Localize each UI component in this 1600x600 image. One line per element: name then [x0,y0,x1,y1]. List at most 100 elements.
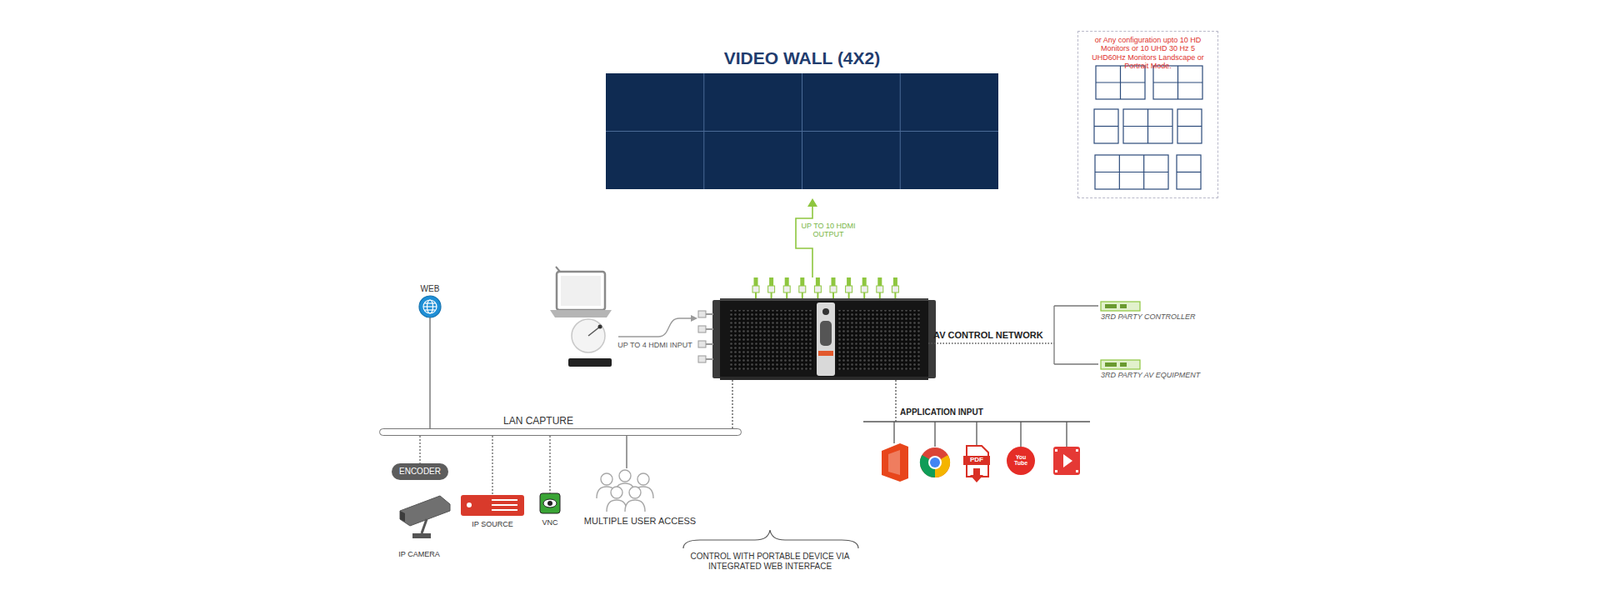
ip-source-box [460,495,525,516]
layout-sample [1153,81,1203,83]
hdmi-output-port [891,285,899,293]
network-link [731,380,733,429]
network-link [1053,305,1055,365]
application-bus [893,421,895,444]
wall-title: VIDEO WALL (4X2) [724,48,880,69]
ip-source-box [491,509,518,511]
controller-node: 3RD PARTY CONTROLLER [1100,301,1140,311]
layout-sample [1176,171,1201,173]
users-icon [610,486,623,499]
network-link [732,305,1099,429]
config-note: or Any configuration upto 10 HD Monitors… [1077,30,1219,199]
satellite-receiver [568,358,612,367]
device-label: IP SOURCE [471,520,513,529]
video-wall [605,73,999,190]
hdmi-output-port [785,277,790,286]
control-note: CONTROL WITH PORTABLE DEVICE VIA INTEGRA… [678,551,862,571]
network-link [928,342,1055,344]
youtube-icon [1006,446,1035,475]
device-label: VNC [541,518,558,527]
brace [683,530,859,549]
hdmi-output-port [860,285,868,293]
office-icon [888,450,900,475]
ip-source-box [491,504,518,506]
layout-sample [1123,125,1173,127]
media-server [720,298,929,380]
users-icon [596,470,654,512]
hdmi-output-port [832,292,835,299]
pdf-icon [963,445,990,483]
hdmi-input-port [698,355,706,363]
third-party-device [1120,304,1127,309]
video-icon [1075,470,1079,473]
network-connector [491,435,493,495]
hdmi-input-port [705,358,714,360]
laptop-icon [550,266,612,318]
network-link [895,380,896,422]
video-wall [605,73,999,190]
hdmi-input-port [698,325,706,333]
third-party-device [1105,304,1117,309]
application-bus [1020,421,1021,448]
ip-source-node: IP SOURCE [460,495,525,516]
video-icon [1053,446,1080,475]
device-label: MULTIPLE USER ACCESS [584,515,696,527]
hdmi-output-port [755,292,757,299]
hdmi-output-port [783,285,790,293]
office-icon [881,443,909,482]
hdmi-input-port [698,340,706,348]
hdmi-input-port [698,310,706,318]
media-server [818,350,834,356]
hdmi-output-port [845,285,853,293]
input-arrow [618,318,692,337]
hdmi-output-port [862,277,867,286]
ip-source-box [491,499,518,501]
application-bus [1065,421,1067,447]
ip-camera [421,519,427,534]
ip-camera [400,495,450,539]
hdmi-input-port [705,343,714,345]
chrome-icon [920,447,950,478]
network-connector [419,435,420,464]
vnc-node: VNC [540,493,560,514]
media-server [720,298,929,301]
media-server [730,310,814,370]
video-icon [1055,449,1058,452]
chrome-icon [920,447,950,478]
laptop-icon [556,271,605,310]
ip-camera [412,533,431,539]
icon-text: PDF [970,455,984,464]
media-server [820,320,832,346]
layout-sample [1095,171,1169,173]
video-wall [605,130,999,132]
chrome-icon [928,455,942,470]
hdmi-input-port [705,328,714,330]
application-bus [934,421,935,447]
layout-sample [1095,155,1169,190]
web-globe [423,305,437,307]
media-server [712,298,936,380]
web-globe [425,302,436,304]
laptop-icon [560,275,601,306]
satellite-receiver [588,326,600,336]
hdmi-output-port [752,285,760,293]
network-connector [625,435,627,469]
device-label: 3RD PARTY AV EQUIPMENT [1100,370,1200,380]
bus-label: LAN CAPTURE [503,415,574,428]
device-label: IP CAMERA [398,550,440,559]
input-arrow [690,315,698,322]
users-icon [625,500,645,512]
pdf-icon [963,455,990,465]
layout-sample [1123,109,1173,144]
media-server [836,310,920,370]
input-label: UP TO 4 HDMI INPUT [617,340,693,350]
web-globe [425,309,436,310]
hdmi-output-port [830,285,837,293]
hdmi-output-port [848,292,850,299]
hdmi-output-port [816,292,819,299]
ip-source-box [460,495,525,516]
ip-source-box [466,502,472,508]
hdmi-output-port [877,277,882,286]
video-icon [1055,470,1058,473]
